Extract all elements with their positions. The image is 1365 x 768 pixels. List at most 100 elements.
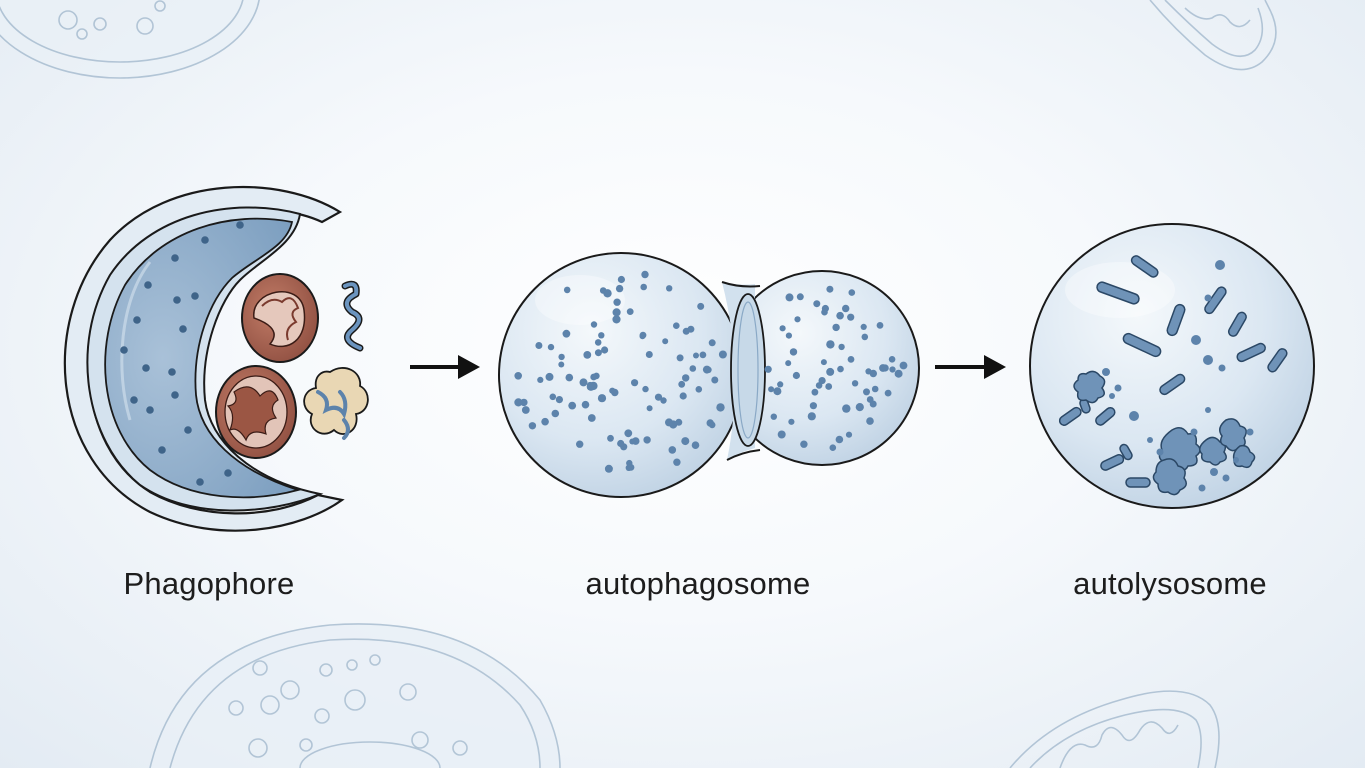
vesicle-dot (627, 464, 635, 471)
vesicle-dot (547, 343, 555, 351)
vesicle-dot (654, 393, 663, 401)
vesicle-dot (676, 354, 684, 362)
vesicle-dot (818, 377, 826, 385)
vesicle-dot (876, 322, 884, 329)
vesicle-contents-dots (514, 270, 908, 473)
vesicle-dot (777, 381, 784, 388)
vesicle-dot (845, 431, 853, 438)
vesicle-dot (681, 437, 690, 446)
vesicle-dot (581, 400, 590, 409)
vesicle-dot (866, 417, 874, 425)
vesicle-dot (629, 438, 636, 445)
vesicle-dot (641, 270, 649, 279)
vesicle-dot (597, 394, 607, 403)
vesicle-dot (555, 396, 564, 404)
vesicle-dot (551, 409, 560, 418)
bg-cell-top-left (0, 0, 260, 79)
vesicle-dot (642, 385, 649, 393)
vesicle-dot (848, 289, 856, 296)
vesicle-dot (842, 304, 850, 313)
vesicle-dot (594, 349, 602, 357)
vesicle-dot (563, 286, 571, 294)
vesicle-dot (668, 446, 677, 454)
vesicle-dot (869, 400, 877, 408)
vesicle-dot (613, 298, 621, 306)
cargo-mitochondrion-top (241, 273, 319, 363)
autophagosome-illustration (498, 252, 920, 498)
vesicle-dot (785, 293, 794, 302)
vesicle-dot (847, 313, 855, 321)
vesicle-dot (768, 386, 775, 393)
phagophore-illustration (63, 185, 369, 532)
vesicle-dot (794, 316, 801, 323)
vesicle-dot (697, 302, 705, 310)
vesicle-dot (871, 385, 879, 393)
vesicle-dot (699, 351, 707, 359)
vesicle-dot (826, 367, 835, 376)
vesicle-dot (835, 435, 844, 444)
vesicle-dot (770, 413, 777, 420)
vesicle-dot (603, 289, 612, 298)
vesicle-dot (899, 361, 908, 370)
vesicle-dot (837, 365, 844, 373)
vesicle-dot (682, 374, 690, 382)
vesicle-dot (545, 372, 554, 381)
vesicle-dot (565, 373, 574, 382)
bg-cell-bottom-left (149, 623, 561, 768)
vesicle-dot (626, 308, 634, 315)
label-phagophore: Phagophore (123, 566, 295, 601)
vesicle-dot (612, 308, 621, 317)
vesicle-dot (562, 329, 571, 338)
vesicle-dot (785, 360, 792, 367)
vesicle-dot (889, 366, 896, 373)
degraded-cargo-fragments (1058, 255, 1288, 496)
vesicle-dot (764, 365, 772, 373)
vesicle-dot (528, 422, 537, 430)
vesicle-dot (777, 430, 786, 439)
vesicle-dot (558, 361, 565, 368)
vesicle-dot (514, 372, 522, 380)
vesicle-dot (537, 376, 544, 383)
vesicle-dot (838, 343, 845, 351)
vesicle-dot (675, 418, 683, 426)
cargo-protein-aggregate (303, 367, 369, 440)
label-autolysosome: autolysosome (1073, 566, 1267, 601)
vesicle-dot (693, 352, 699, 359)
vesicle-dot (705, 366, 712, 373)
vesicle-dot (691, 441, 700, 450)
vesicle-dot (645, 351, 653, 358)
vesicle-dot (687, 325, 695, 333)
arrow-1 (410, 355, 480, 379)
vesicle-dot (829, 444, 837, 452)
vesicle-dot (639, 331, 647, 339)
vesicle-dot (718, 350, 727, 359)
vesicle-dot (820, 359, 827, 366)
vesicle-dot (861, 333, 869, 341)
vesicle-dot (708, 421, 716, 429)
vesicle-dot (607, 434, 614, 442)
vesicle-dot (689, 365, 697, 372)
vesicle-dot (863, 388, 870, 396)
vesicle-dot (796, 293, 804, 301)
vesicle-dot (514, 398, 523, 407)
vesicle-dot (711, 376, 719, 384)
vesicle-dot (788, 418, 795, 425)
vesicle-dot (624, 429, 633, 438)
vesicle-dot (590, 321, 598, 328)
vesicle-dot (825, 383, 833, 390)
vesicle-dot (535, 342, 543, 349)
vesicle-dot (665, 418, 673, 427)
vesicle-dot (792, 371, 801, 380)
vesicle-dot (678, 380, 686, 388)
vesicle-dot (821, 308, 828, 316)
vesicle-dot (646, 405, 653, 412)
vesicle-dot (583, 351, 592, 359)
vesicle-dot (604, 464, 613, 473)
vesicle-dot (811, 388, 819, 396)
vesicle-dot (594, 339, 602, 346)
vesicle-dot (865, 368, 872, 375)
vesicle-dot (601, 346, 609, 354)
vesicle-dot (807, 412, 816, 421)
phagophore-lumen (104, 217, 302, 499)
